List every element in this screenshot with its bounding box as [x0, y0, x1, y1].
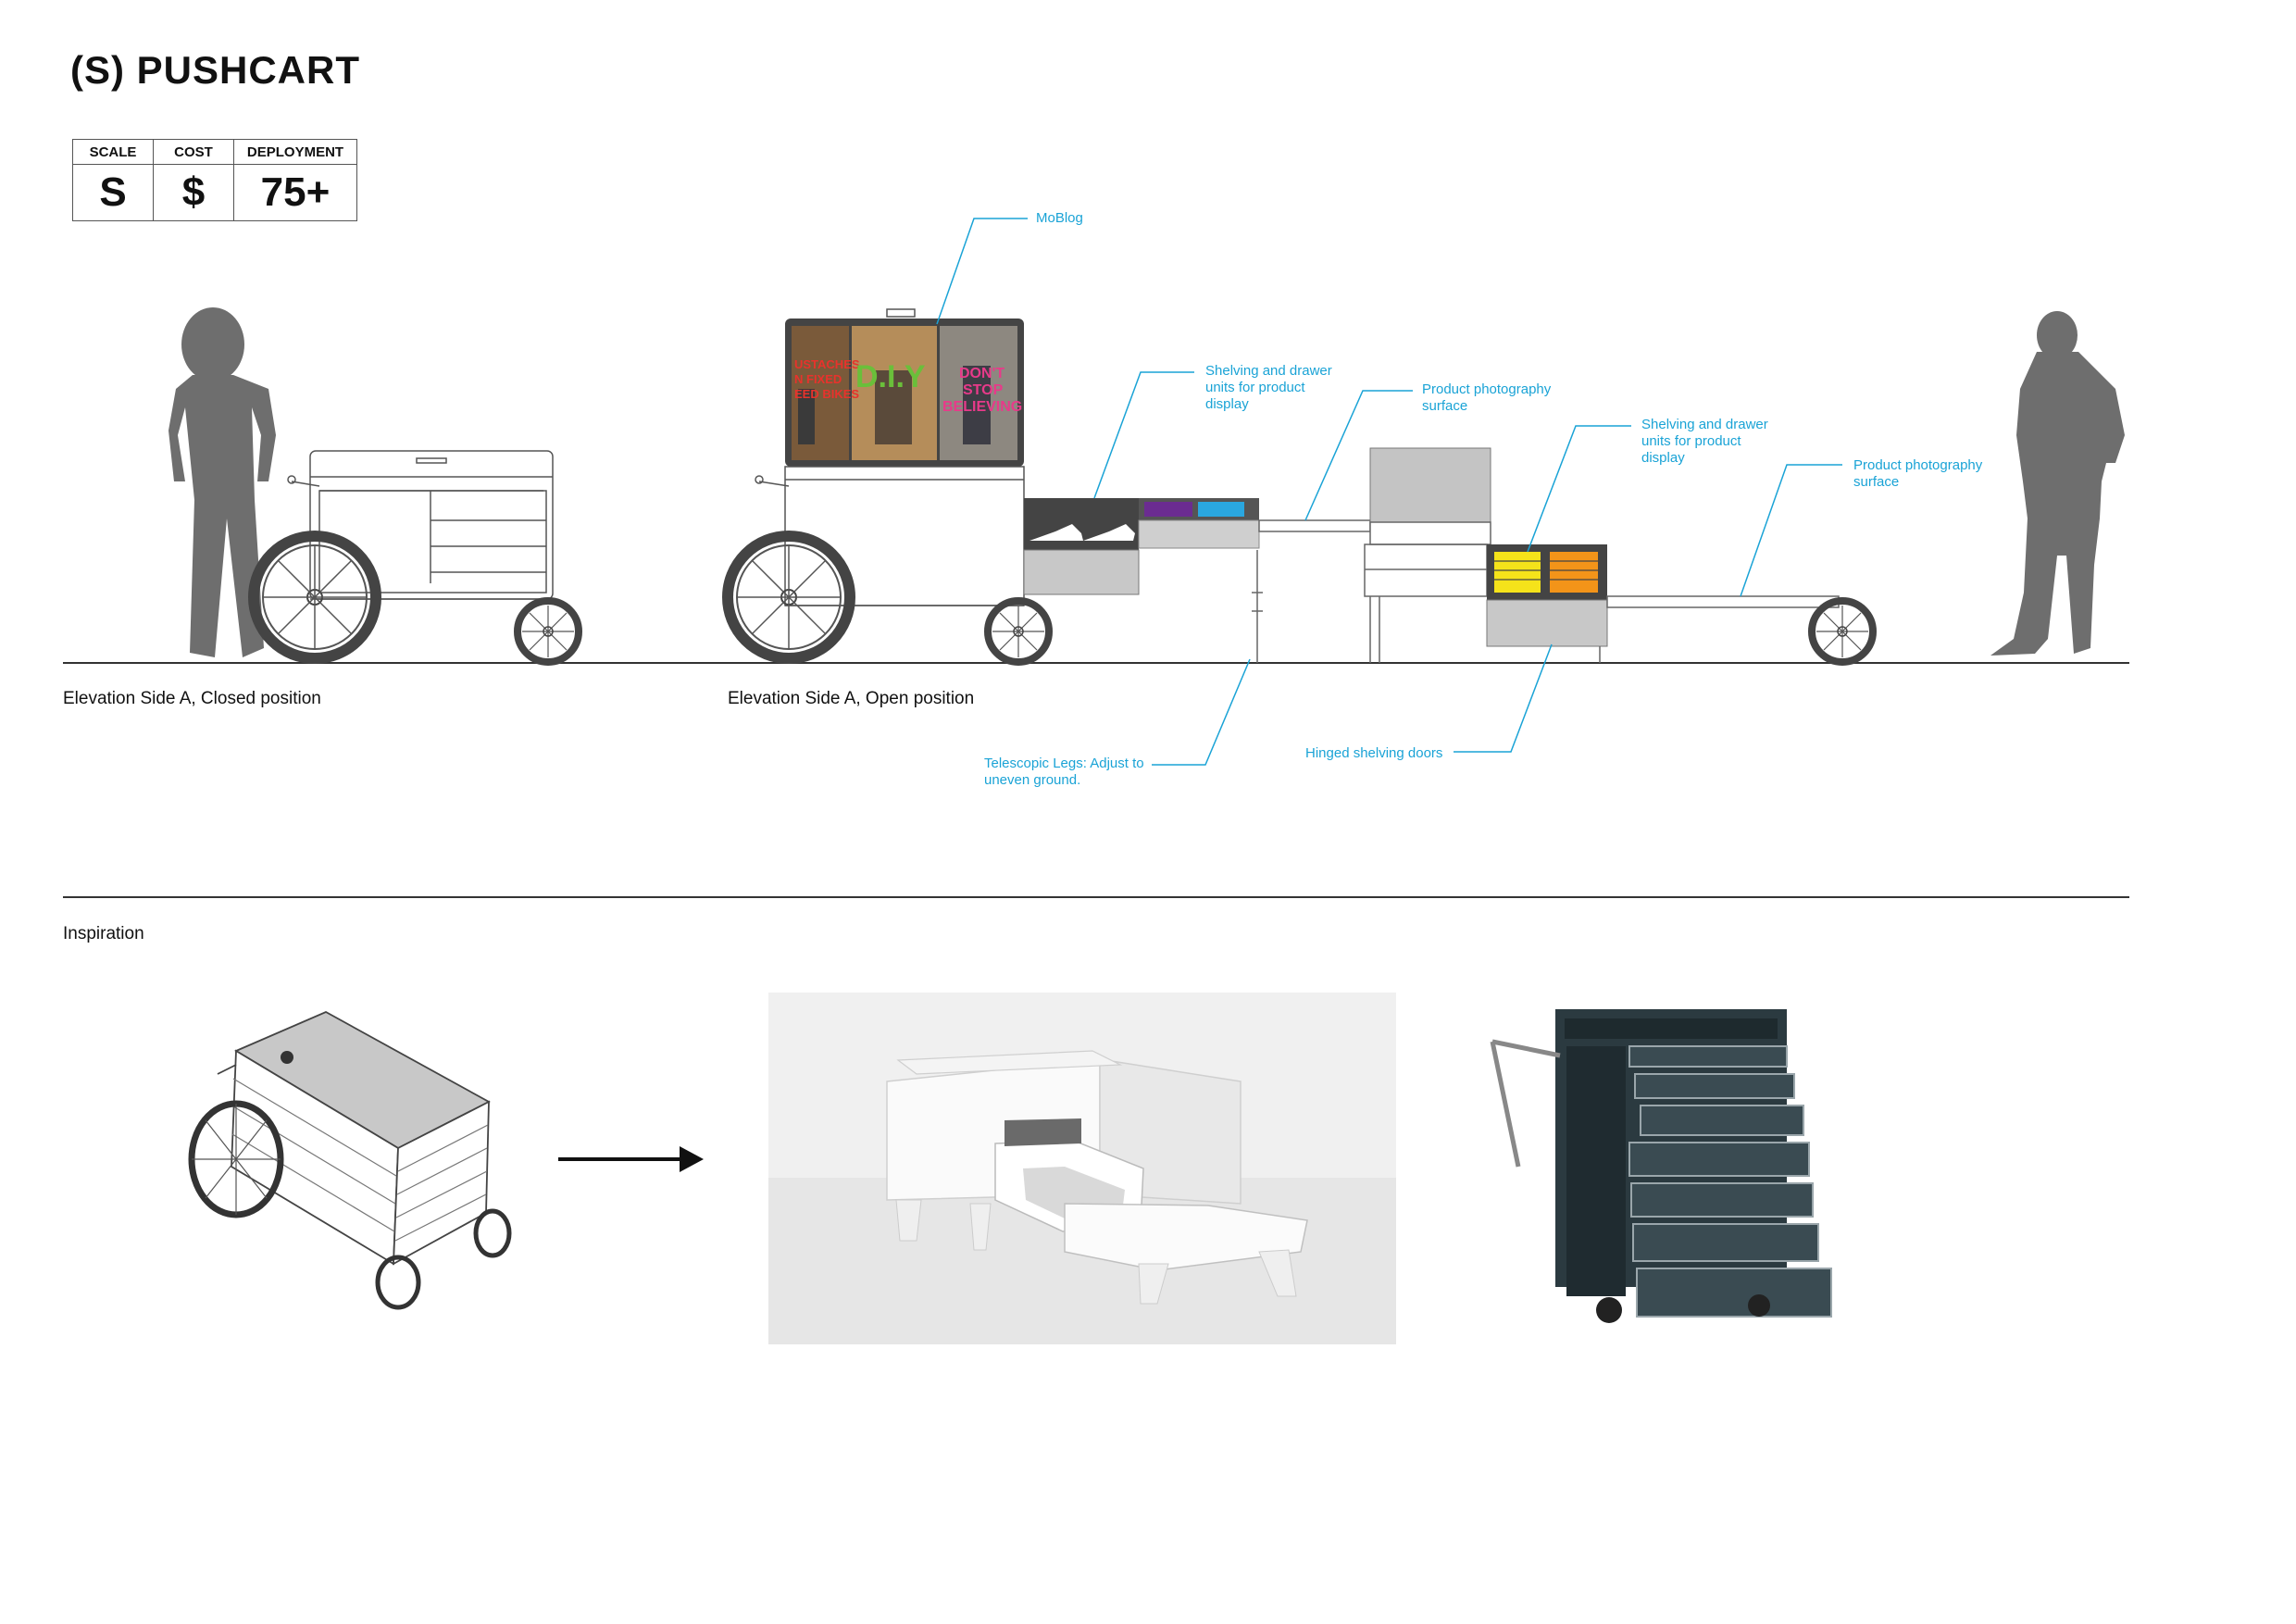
scale-header: SCALE: [72, 139, 154, 165]
screen-text-panel-1b: N FIXED: [794, 372, 842, 386]
inspiration-photo-tool-chest: [1490, 1009, 1832, 1323]
page-title: (S) PUSHCART: [70, 48, 360, 92]
arrow-right-icon: [558, 1146, 704, 1172]
callout-shelving-2: Shelving and drawer units for product di…: [1641, 417, 1768, 466]
shelf-unit-1: [1023, 498, 1260, 595]
screen-text-panel-3a: DON'T: [959, 366, 1004, 381]
photo-surface-2: [1606, 595, 1840, 608]
callout-telescopic-legs: Telescopic Legs: Adjust to uneven ground…: [984, 756, 1144, 788]
deployment-header: DEPLOYMENT: [233, 139, 357, 165]
caption-open-position: Elevation Side A, Open position: [728, 689, 975, 708]
photo-surface-1: [1252, 519, 1371, 663]
cart-open-small-wheel: [984, 597, 1053, 666]
callout-photo-surface-1: Product photography surface: [1422, 381, 1552, 414]
screen-text-panel-2: D.I.Y: [855, 359, 926, 394]
screen-text-panel-1c: EED BIKES: [794, 387, 859, 401]
scale-value: S: [72, 164, 154, 221]
deployment-value: 75+: [233, 164, 357, 221]
surface-2-wheel: [1808, 597, 1877, 666]
adult-silhouette-right: [1990, 311, 2125, 656]
screen-text-panel-1a: USTACHES: [794, 357, 860, 371]
caption-closed-position: Elevation Side A, Closed position: [63, 689, 321, 708]
shelf-unit-2: [1486, 544, 1608, 663]
screen-text-panel-3b: STOP: [963, 382, 1004, 398]
callout-hinged-doors: Hinged shelving doors: [1305, 745, 1443, 761]
callout-leaders: [936, 218, 1842, 766]
callout-shelving-1: Shelving and drawer units for product di…: [1205, 363, 1332, 412]
cart-closed-small-wheel: [514, 597, 582, 666]
caption-inspiration: Inspiration: [63, 924, 144, 943]
screen-text-panel-3c: BELIEVING: [942, 399, 1022, 415]
callout-photo-surface-2: Product photography surface: [1853, 457, 1983, 490]
child-silhouette-left: [168, 307, 276, 657]
isometric-cart-sketch: [188, 1010, 512, 1310]
cost-header: COST: [153, 139, 234, 165]
moblog-screen: USTACHES N FIXED EED BIKES D.I.Y DON'T S…: [785, 308, 1024, 467]
callout-moblog: MoBlog: [1036, 210, 1083, 226]
cart-open-big-wheel: [722, 531, 855, 664]
cart-closed: [287, 450, 554, 600]
cart-closed-big-wheel: [248, 531, 381, 664]
inspiration-photo-furniture: [768, 993, 1396, 1344]
center-unit: [1364, 447, 1491, 663]
spec-table: SCALE COST DEPLOYMENT S $ 75+: [72, 139, 357, 221]
